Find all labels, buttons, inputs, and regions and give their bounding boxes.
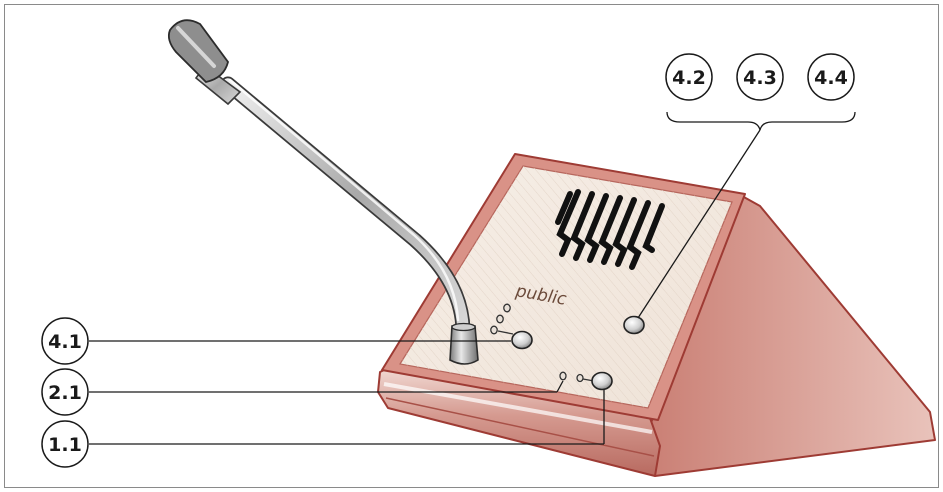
mic-stem-outline (228, 84, 463, 330)
mic-base (450, 326, 478, 364)
callout-4-2: 4.2 (666, 54, 712, 100)
callout-label: 4.3 (743, 67, 777, 89)
callout-1-1: 1.1 (42, 421, 88, 467)
function-button[interactable] (624, 317, 644, 334)
power-button[interactable] (592, 373, 612, 390)
callout-label: 4.2 (672, 67, 706, 89)
led-1-1-indicator (577, 375, 583, 382)
top-bracket (667, 112, 855, 130)
led-3 (491, 326, 497, 334)
talk-button[interactable] (512, 332, 532, 349)
callout-label: 2.1 (48, 382, 82, 404)
callout-4-3: 4.3 (737, 54, 783, 100)
callout-4-4: 4.4 (808, 54, 854, 100)
callout-label: 4.4 (814, 67, 848, 89)
led-1 (504, 304, 510, 312)
callout-label: 1.1 (48, 434, 82, 456)
callout-2-1: 2.1 (42, 369, 88, 415)
led-2-1 (560, 372, 566, 380)
callout-label: 4.1 (48, 331, 82, 353)
callout-4-1: 4.1 (42, 318, 88, 364)
led-2 (497, 315, 503, 323)
mic-base-top (452, 324, 475, 331)
